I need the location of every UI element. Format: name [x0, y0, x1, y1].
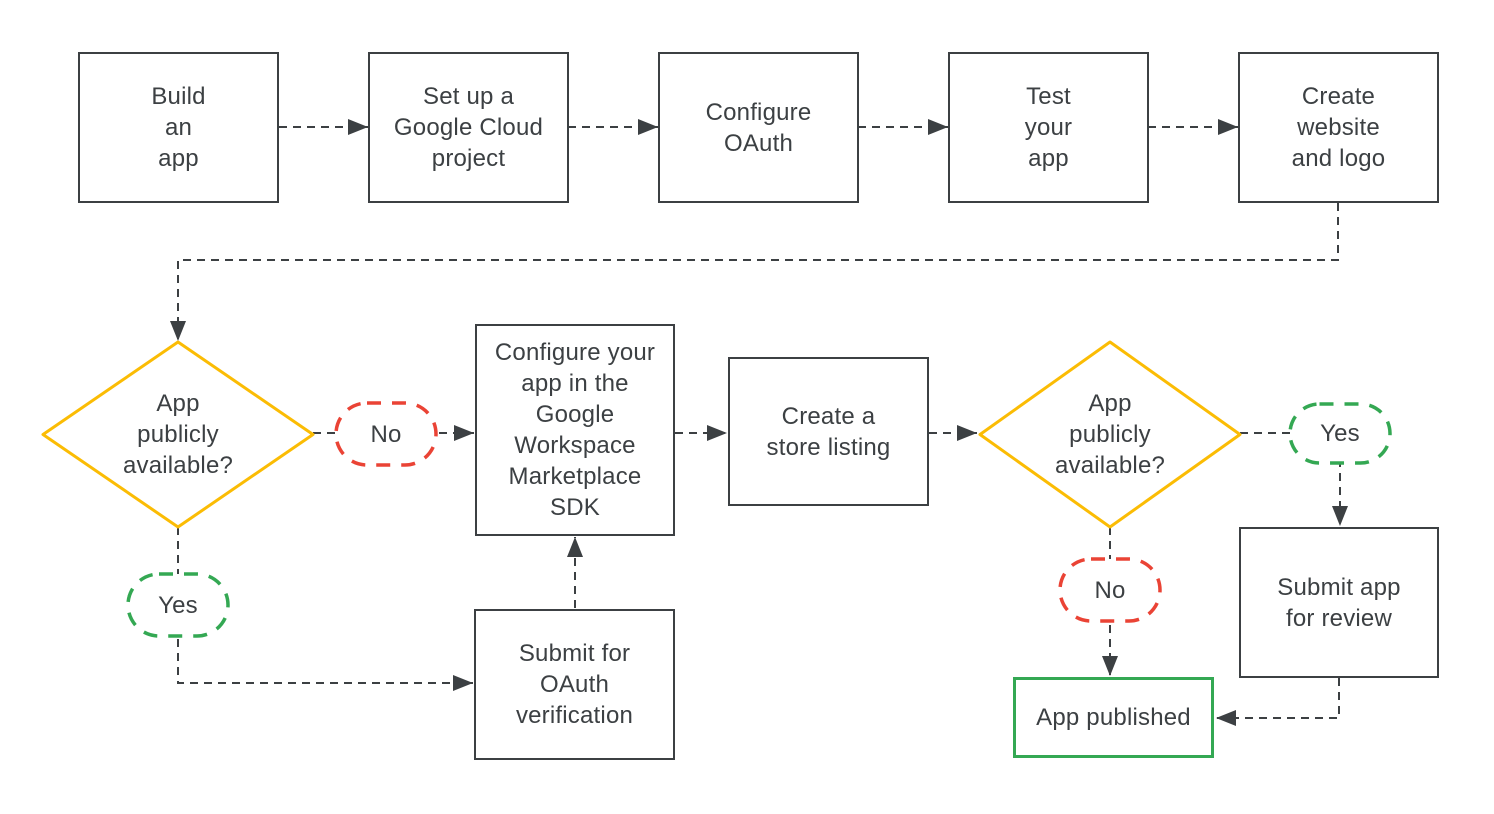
yes-badge-1-label: Yes — [158, 591, 198, 619]
no-badge-1-label: No — [370, 420, 402, 448]
connector-decision1-yes-to-verification — [177, 527, 473, 691]
node-test-your-app: Test your app — [948, 52, 1149, 203]
no-badge-1-shape — [334, 401, 438, 467]
yes-badge-2-label: Yes — [1320, 420, 1360, 447]
decision-diamond-2 — [978, 340, 1242, 529]
node-setup-google-cloud-project: Set up a Google Cloud project — [368, 52, 569, 203]
connector-website-to-decision1 — [170, 203, 1339, 341]
yes-badge-1-shape — [126, 572, 230, 638]
decision-diamond-1 — [41, 340, 315, 529]
yes-badge-2-shape — [1288, 402, 1392, 465]
connector-review-to-published — [1216, 678, 1340, 726]
node-create-website-and-logo: Create website and logo — [1238, 52, 1439, 203]
node-submit-app-for-review: Submit app for review — [1239, 527, 1439, 678]
decision-app-publicly-available-1-label: App publicly available? — [122, 390, 234, 479]
node-create-store-listing: Create a store listing — [728, 357, 929, 506]
node-configure-oauth: Configure OAuth — [658, 52, 859, 203]
decision-app-publicly-available-2-label: App publicly available? — [1054, 390, 1166, 479]
no-badge-2-shape — [1058, 557, 1162, 623]
node-configure-workspace-marketplace-sdk: Configure your app in the Google Workspa… — [475, 324, 675, 536]
node-submit-for-oauth-verification: Submit for OAuth verification — [474, 609, 675, 760]
node-app-published: App published — [1013, 677, 1214, 758]
no-badge-2-label: No — [1094, 576, 1126, 604]
node-build-an-app: Build an app — [78, 52, 279, 203]
